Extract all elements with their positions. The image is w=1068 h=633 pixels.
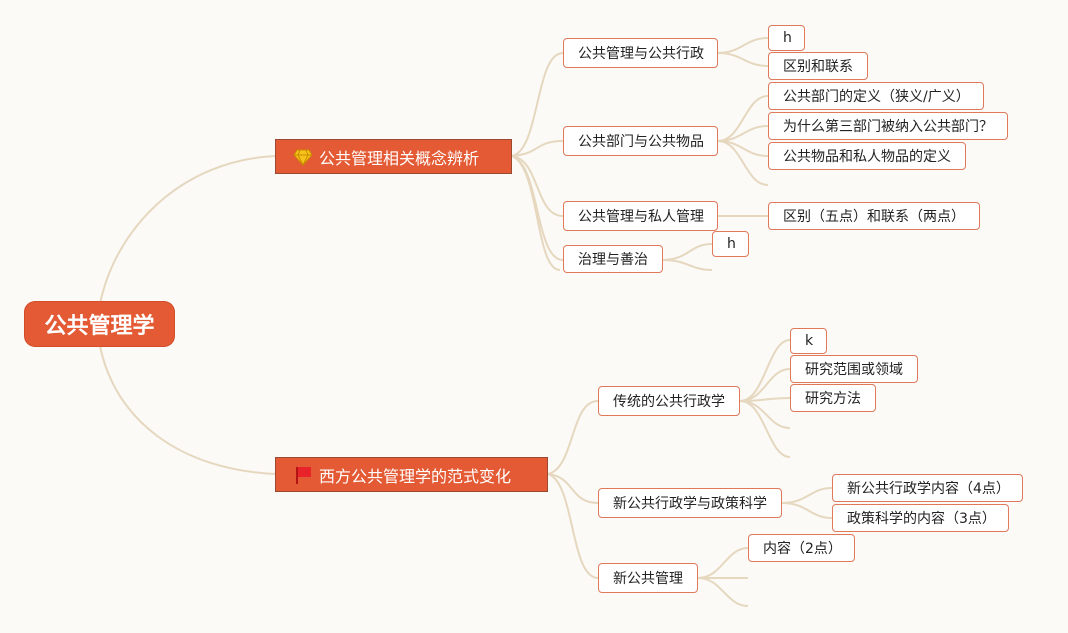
branch-paradigm[interactable]: 西方公共管理学的范式变化 <box>275 457 548 492</box>
gem-icon <box>293 149 313 166</box>
link-c1-h <box>717 37 769 54</box>
topic-policy-content-label: 政策科学的内容（3点） <box>847 511 996 527</box>
root-topic[interactable]: 公共管理学 <box>25 302 174 346</box>
link-d2-npa <box>781 487 833 504</box>
topic-traditional-scope-label: 研究范围或领域 <box>805 362 903 378</box>
topic-admin[interactable]: 公共管理与公共行政 <box>563 38 718 68</box>
topic-traditional-scope[interactable]: 研究范围或领域 <box>790 355 918 383</box>
link-b2-d1 <box>547 400 599 475</box>
link-c1-diff <box>717 52 769 67</box>
topic-npa-policy-label: 新公共行政学与政策科学 <box>613 496 767 512</box>
red-flag-icon <box>296 466 311 484</box>
link-b1-c1 <box>511 52 564 157</box>
link-b1-c4 <box>511 155 564 261</box>
topic-governance-h[interactable]: h <box>712 231 749 257</box>
topic-governance-h-label: h <box>727 236 736 252</box>
topic-admin-diff[interactable]: 区别和联系 <box>768 52 868 80</box>
topic-admin-diff-label: 区别和联系 <box>783 59 853 75</box>
topic-npm-content-label: 内容（2点） <box>763 541 842 557</box>
topic-private[interactable]: 公共管理与私人管理 <box>563 201 718 231</box>
link-d2-policy <box>781 502 833 519</box>
topic-npa-policy[interactable]: 新公共行政学与政策科学 <box>598 488 782 518</box>
topic-admin-label: 公共管理与公共行政 <box>578 46 704 62</box>
topic-governance[interactable]: 治理与善治 <box>563 245 663 273</box>
link-b1-c3 <box>511 155 564 217</box>
link-c4-h <box>662 243 713 261</box>
link-d3-empty2 <box>697 577 749 607</box>
link-c2-empty <box>717 140 769 186</box>
link-d1-k <box>739 339 791 402</box>
topic-sector[interactable]: 公共部门与公共物品 <box>563 126 718 156</box>
link-b1-c5 <box>511 155 561 271</box>
topic-sector-def-label: 公共部门的定义（狭义/广义） <box>783 89 970 105</box>
topic-sector-label: 公共部门与公共物品 <box>578 134 704 150</box>
topic-sector-def[interactable]: 公共部门的定义（狭义/广义） <box>768 82 984 110</box>
topic-admin-h-label: h <box>783 30 792 46</box>
link-c4-empty <box>662 259 713 271</box>
link-d3-content <box>697 547 749 579</box>
topic-governance-label: 治理与善治 <box>578 252 648 268</box>
topic-traditional-method-label: 研究方法 <box>805 391 861 407</box>
topic-traditional-k-label: k <box>805 333 814 349</box>
root-topic-label: 公共管理学 <box>44 314 155 339</box>
topic-npm[interactable]: 新公共管理 <box>598 563 698 593</box>
topic-traditional-method[interactable]: 研究方法 <box>790 384 876 412</box>
topic-private-diff[interactable]: 区别（五点）和联系（两点） <box>768 202 980 230</box>
topic-traditional-k[interactable]: k <box>790 328 827 354</box>
topic-sector-goods-label: 公共物品和私人物品的定义 <box>783 149 951 165</box>
topic-traditional[interactable]: 传统的公共行政学 <box>598 386 740 416</box>
topic-private-label: 公共管理与私人管理 <box>578 209 704 225</box>
topic-sector-why-label: 为什么第三部门被纳入公共部门？ <box>783 119 993 135</box>
topic-sector-why[interactable]: 为什么第三部门被纳入公共部门？ <box>768 112 1008 140</box>
topic-npa-content[interactable]: 新公共行政学内容（4点） <box>832 474 1023 502</box>
branch-concepts[interactable]: 公共管理相关概念辨析 <box>275 139 512 174</box>
topic-sector-goods[interactable]: 公共物品和私人物品的定义 <box>768 142 966 170</box>
link-b2-d2 <box>547 473 599 504</box>
link-b1-c2 <box>511 140 564 157</box>
topic-npm-label: 新公共管理 <box>613 571 683 587</box>
topic-private-diff-label: 区别（五点）和联系（两点） <box>783 209 965 225</box>
topic-npa-content-label: 新公共行政学内容（4点） <box>847 481 1010 497</box>
branch-concepts-label: 公共管理相关概念辨析 <box>319 148 480 168</box>
link-d1-empty2 <box>739 400 791 458</box>
link-b2-d3 <box>547 473 599 579</box>
link-root-branch1 <box>99 155 277 305</box>
topic-policy-content[interactable]: 政策科学的内容（3点） <box>832 504 1009 532</box>
topic-npm-content[interactable]: 内容（2点） <box>748 534 855 562</box>
link-root-branch2 <box>99 345 277 475</box>
topic-traditional-label: 传统的公共行政学 <box>613 394 725 410</box>
topic-admin-h[interactable]: h <box>768 25 805 51</box>
link-d1-empty1 <box>739 400 791 429</box>
branch-paradigm-label: 西方公共管理学的范式变化 <box>319 466 512 486</box>
